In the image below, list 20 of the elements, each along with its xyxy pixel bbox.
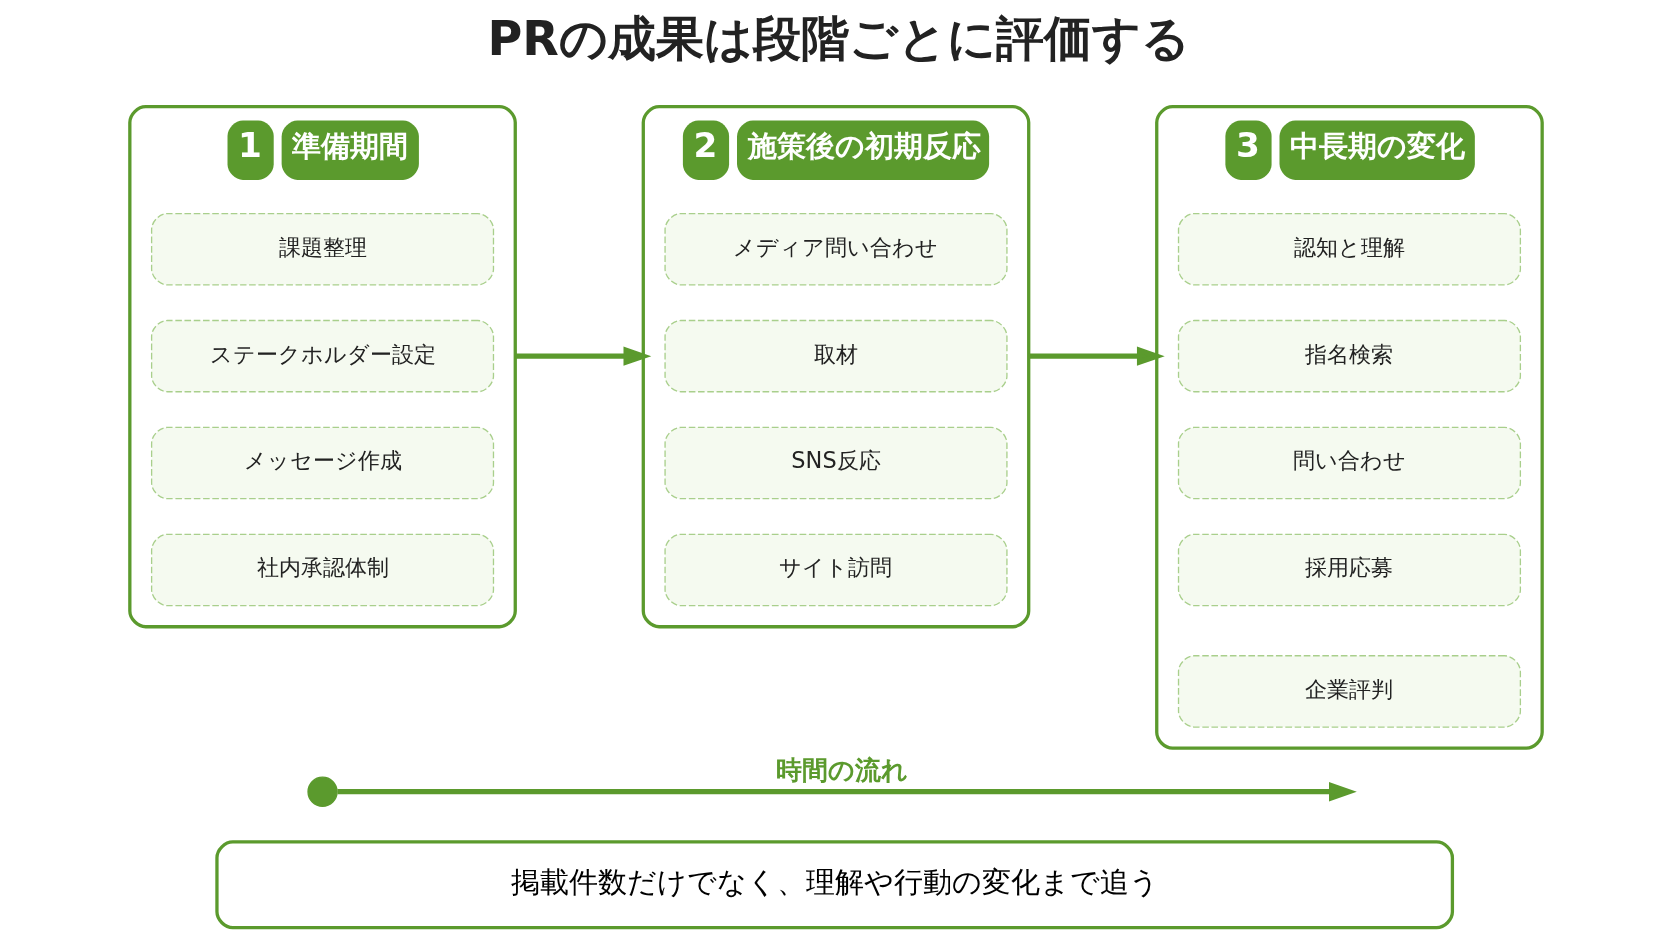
node-box: SNS反応	[664, 426, 1008, 500]
node-box: 認知と理解	[1177, 212, 1522, 286]
node-box: 採用応募	[1177, 533, 1522, 607]
node-box: 社内承認体制	[150, 533, 495, 607]
node-box: ステークホルダー設定	[150, 319, 495, 393]
node-circle	[307, 776, 338, 807]
node-box: メディア問い合わせ	[664, 212, 1008, 286]
node-box: 問い合わせ	[1177, 426, 1522, 500]
diagram-title: PRの成果は段階ごとに評価する	[487, 11, 1190, 67]
node-box: 取材	[664, 319, 1008, 393]
node-box: 指名検索	[1177, 319, 1522, 393]
arrow	[337, 782, 1357, 802]
node-box: サイト訪問	[664, 533, 1008, 607]
arrow	[1028, 346, 1165, 366]
node-box: 掲載件数だけでなく、理解や行動の変化まで追う	[215, 840, 1455, 930]
node-box: 課題整理	[150, 212, 495, 286]
edge-label: 時間の流れ	[775, 754, 908, 785]
node-box: 企業評判	[1177, 655, 1522, 728]
arrow	[515, 346, 652, 366]
node-box: メッセージ作成	[150, 426, 495, 500]
